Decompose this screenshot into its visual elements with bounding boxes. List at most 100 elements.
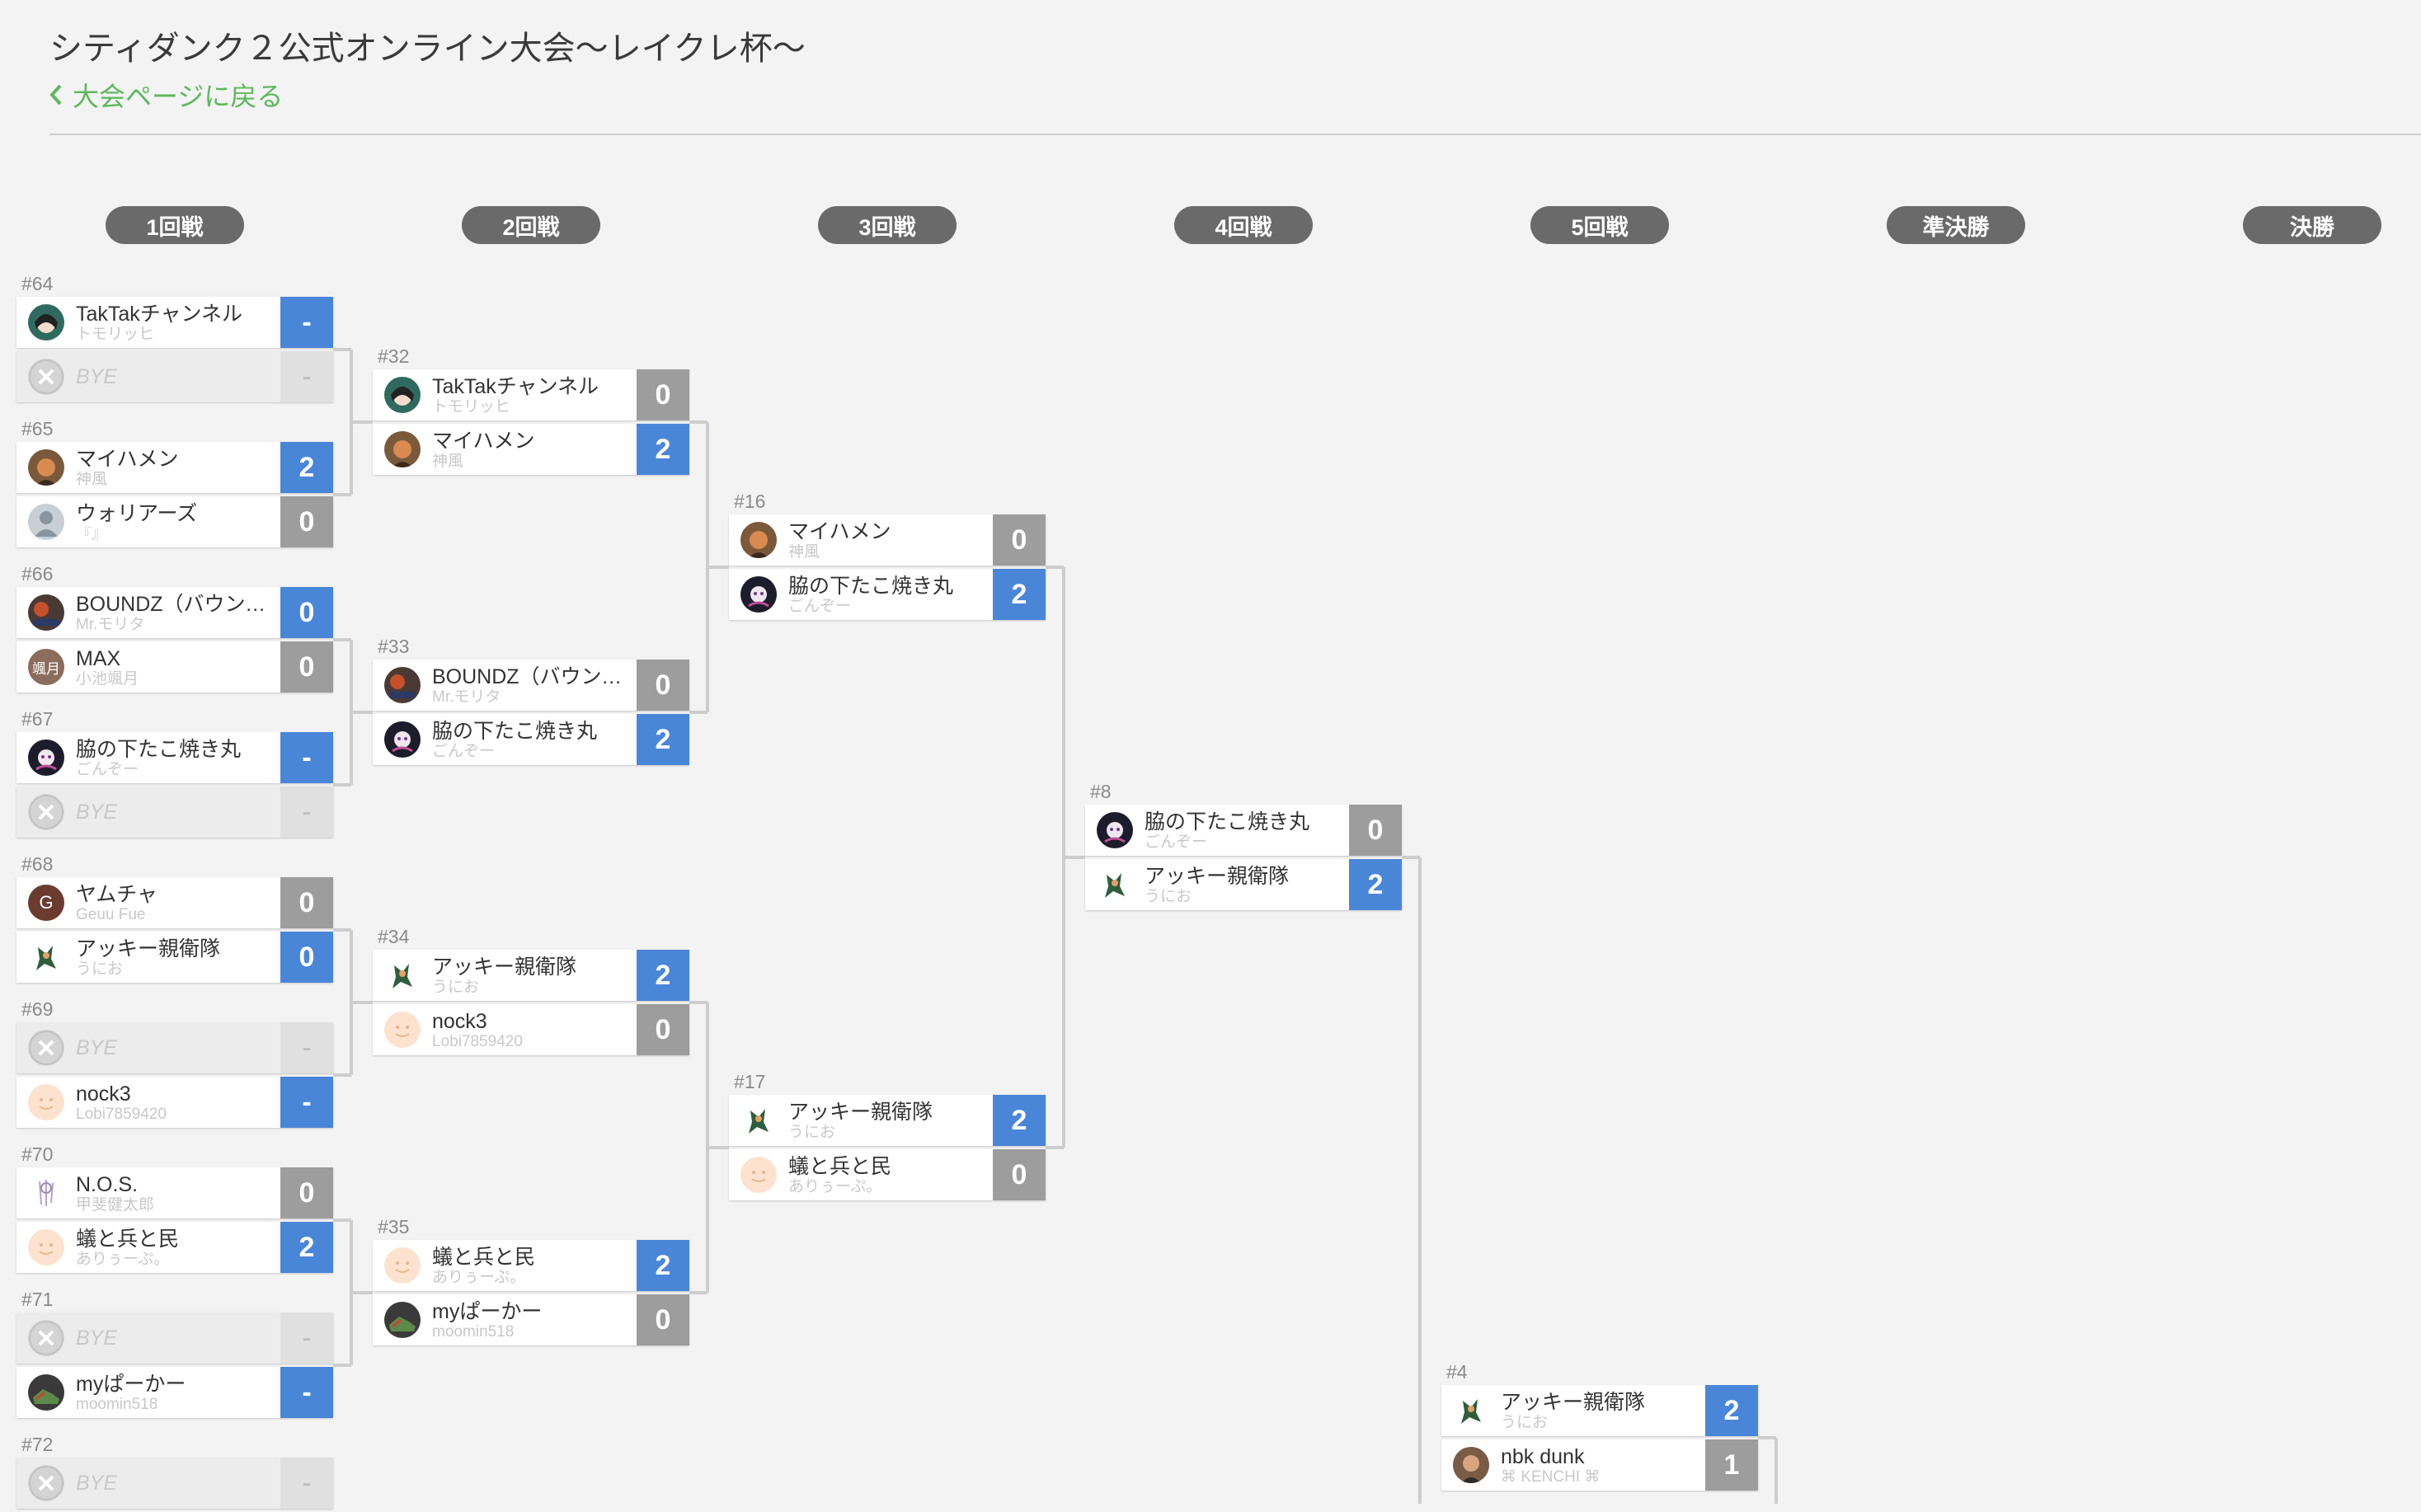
bye-label: BYE [76, 1472, 118, 1495]
player-slot[interactable]: 蟻と兵と民ありぅーぷ。2 [16, 1222, 333, 1273]
player-team: ごんぞー [76, 762, 139, 778]
player-name: 蟻と兵と民 [788, 1155, 892, 1178]
player-name: ヤムチャ [76, 883, 158, 906]
round-label-5: 5回戦 [1530, 206, 1669, 244]
score-box: - [280, 297, 333, 348]
player-slot[interactable]: BYE- [16, 1312, 333, 1364]
bye-label: BYE [76, 365, 118, 388]
player-info: アッキー親衛隊うにお [373, 950, 637, 1001]
player-info: BYE [16, 1312, 280, 1364]
player-info: BYE [16, 787, 280, 838]
player-team: Geuu Fue [76, 907, 146, 923]
player-slot[interactable]: BYE- [16, 351, 333, 402]
player-slot[interactable]: ウォリアーズ『』0 [16, 496, 333, 547]
score-box: 2 [280, 442, 333, 493]
player-info: マイハメン神風 [729, 514, 993, 566]
default-user-icon [28, 504, 64, 540]
score-box: 2 [993, 1095, 1046, 1146]
player-slot[interactable]: nbk dunk⌘ KENCHI ⌘1 [1441, 1439, 1758, 1491]
player-name: nock3 [76, 1082, 131, 1106]
player-names: TakTakチャンネルトモリッヒ [432, 374, 599, 416]
match-number: #71 [21, 1289, 54, 1310]
player-slot[interactable]: BYE- [16, 1458, 333, 1509]
player-slot[interactable]: 脇の下たこ焼き丸ごんぞー- [16, 732, 333, 783]
sneaker-avatar [28, 1374, 64, 1411]
back-link-label: 大会ページに戻る [73, 82, 284, 111]
player-info: 蟻と兵と民ありぅーぷ。 [729, 1149, 993, 1200]
player-names: 蟻と兵と民ありぅーぷ。 [432, 1245, 535, 1286]
score-box: 0 [280, 641, 333, 693]
player-name: TakTakチャンネル [432, 375, 599, 398]
player-team: Mr.モリタ [76, 617, 145, 633]
player-name: マイハメン [432, 430, 535, 453]
player-slot[interactable]: TakTakチャンネルトモリッヒ- [16, 297, 333, 348]
player-name: N.O.S. [76, 1173, 139, 1196]
player-team: moomin518 [432, 1324, 515, 1341]
player-info: アッキー親衛隊うにお [16, 932, 280, 983]
player-slot[interactable]: 蟻と兵と民ありぅーぷ。 2 [373, 1240, 689, 1291]
bye-label: BYE [76, 1036, 118, 1059]
player-slot[interactable]: 蟻と兵と民ありぅーぷ。0 [729, 1149, 1046, 1200]
player-names: マイハメン神風 [788, 519, 891, 561]
header-divider [49, 134, 2421, 135]
score-box: 2 [637, 1240, 689, 1291]
player-names: 脇の下たこ焼き丸ごんぞー [788, 574, 953, 615]
player-name: BOUNDZ（バウンズ） [432, 665, 637, 688]
player-slot[interactable]: BYE- [16, 1022, 333, 1073]
player-names: 脇の下たこ焼き丸ごんぞー [432, 719, 597, 760]
anime-avatar [740, 576, 777, 613]
bye-x-icon [28, 359, 64, 395]
smiley-avatar-icon [28, 1229, 64, 1265]
match-number: #16 [734, 491, 766, 512]
player-names: 蟻と兵と民ありぅーぷ。 [788, 1154, 891, 1195]
player-name: nock3 [432, 1010, 487, 1033]
bye-x-icon [28, 1030, 64, 1066]
character-avatar [1453, 1392, 1489, 1429]
player-team: ごんぞー [432, 744, 496, 760]
back-to-tournament-link[interactable]: 大会ページに戻る [48, 76, 283, 114]
player-info: BYE [16, 351, 280, 402]
anime-avatar [384, 721, 421, 758]
player-slot[interactable]: BYE- [16, 787, 333, 838]
player-team: ⌘ KENCHI ⌘ [1501, 1469, 1601, 1486]
